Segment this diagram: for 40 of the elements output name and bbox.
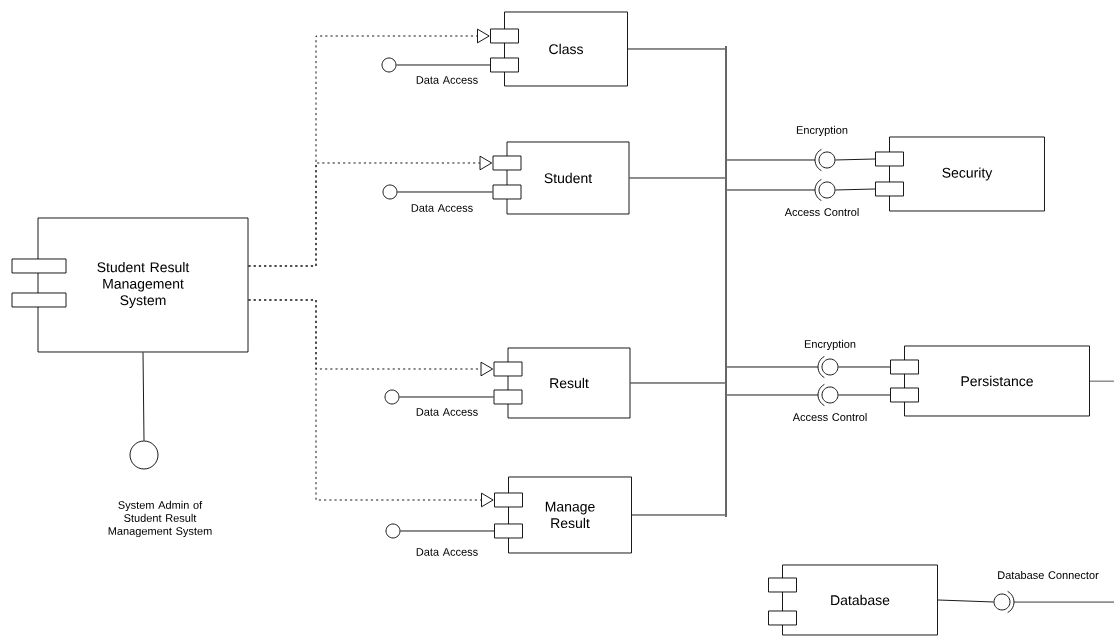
connector-line xyxy=(838,394,891,396)
connector-line xyxy=(726,366,819,368)
connector-line xyxy=(627,48,726,50)
component-box: Security xyxy=(875,136,1045,212)
interface-label: Access Control xyxy=(792,412,867,422)
component-box: Student Result Management System xyxy=(11,217,249,353)
connector-line xyxy=(396,64,491,66)
connector-line xyxy=(399,396,494,398)
interface-label: Data Access xyxy=(416,408,478,416)
connector-line xyxy=(726,159,816,161)
connector-line xyxy=(838,366,891,368)
dependency-arrow xyxy=(248,299,494,508)
component-box: Result xyxy=(493,347,631,419)
connector-line xyxy=(835,188,876,191)
connector-line xyxy=(937,599,994,603)
interface-label: Data Access xyxy=(411,204,473,212)
interface-label: Encryption xyxy=(796,125,848,137)
component-box: Student xyxy=(492,141,630,215)
interface-label: Access Control xyxy=(784,207,859,217)
connector-line xyxy=(631,514,726,516)
connector-line xyxy=(835,158,876,161)
connector-line xyxy=(1089,380,1114,382)
connector-line xyxy=(397,191,493,193)
connector-line xyxy=(726,394,819,396)
interface-label: Data Access xyxy=(416,76,478,84)
connector-line xyxy=(142,352,145,441)
interface-label: Encryption xyxy=(804,339,856,351)
connector-line xyxy=(400,530,495,532)
component-box: Class xyxy=(490,11,628,87)
component-box: Database xyxy=(768,564,938,636)
connector-line xyxy=(629,177,726,179)
component-box: Manage Result xyxy=(494,476,632,554)
interface-label: Database Connector xyxy=(998,570,1099,580)
component-box: Persistance xyxy=(890,345,1090,417)
connector-line xyxy=(1013,601,1114,603)
connector-line xyxy=(726,189,816,191)
interface-label: Data Access xyxy=(416,548,478,556)
interface-label: System Admin of Student Result Management System xyxy=(108,500,212,538)
connector-line xyxy=(630,382,726,384)
dependency-arrow xyxy=(248,155,493,267)
